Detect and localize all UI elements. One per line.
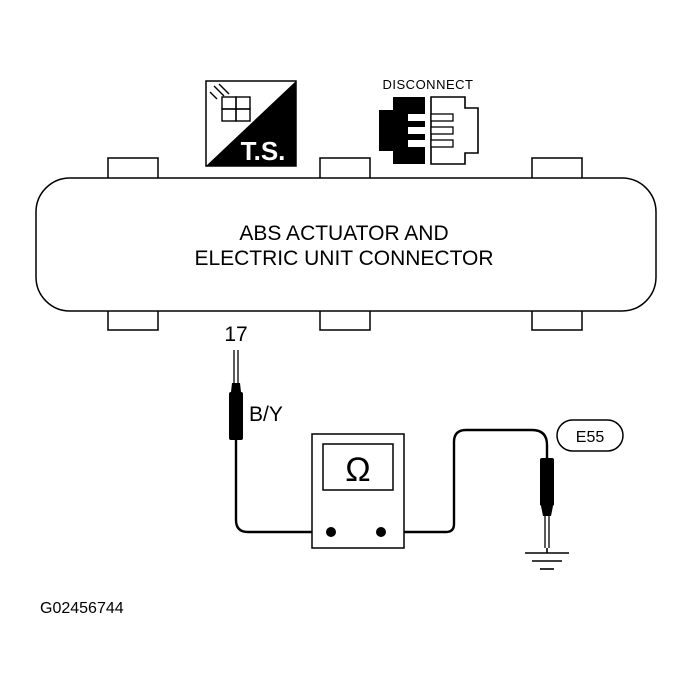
probe-right bbox=[540, 458, 554, 548]
top-tab-middle bbox=[319, 157, 371, 181]
wire-left bbox=[234, 440, 331, 534]
ground-icon bbox=[525, 548, 569, 570]
top-tab-right bbox=[531, 157, 583, 181]
disconnect-label: DISCONNECT bbox=[383, 77, 474, 92]
ohm-symbol: Ω bbox=[345, 451, 370, 489]
connector-title-line1: ABS ACTUATOR AND bbox=[239, 222, 448, 245]
bottom-tab-middle bbox=[319, 308, 371, 331]
ts-badge-label: T.S. bbox=[241, 136, 286, 166]
ohmmeter-display bbox=[322, 443, 394, 491]
figure-id: G02456744 bbox=[40, 600, 124, 617]
disconnect-indicator: DISCONNECT bbox=[379, 77, 479, 165]
bottom-tab-right bbox=[531, 308, 583, 331]
ground-point-label: E55 bbox=[576, 429, 605, 446]
wire-color-code: B/Y bbox=[249, 403, 283, 426]
ohmmeter: Ω bbox=[311, 433, 405, 549]
test-probe-icon bbox=[209, 83, 251, 122]
probe-left bbox=[229, 350, 243, 440]
top-tab-left bbox=[107, 157, 159, 181]
bottom-tab-left bbox=[107, 308, 159, 331]
connector-top-tabs bbox=[107, 157, 583, 181]
ts-badge: T.S. bbox=[205, 80, 297, 167]
connector-body bbox=[35, 177, 657, 312]
disconnected-connector-icon bbox=[379, 96, 479, 165]
wire-right bbox=[381, 428, 549, 534]
connector-bottom-tabs bbox=[107, 308, 583, 331]
ground-point-badge bbox=[556, 419, 624, 452]
ohmmeter-terminal-right bbox=[376, 527, 386, 537]
terminal-number: 17 bbox=[224, 323, 247, 346]
connector-title-line2: ELECTRIC UNIT CONNECTOR bbox=[194, 247, 493, 270]
ohmmeter-terminal-left bbox=[326, 527, 336, 537]
